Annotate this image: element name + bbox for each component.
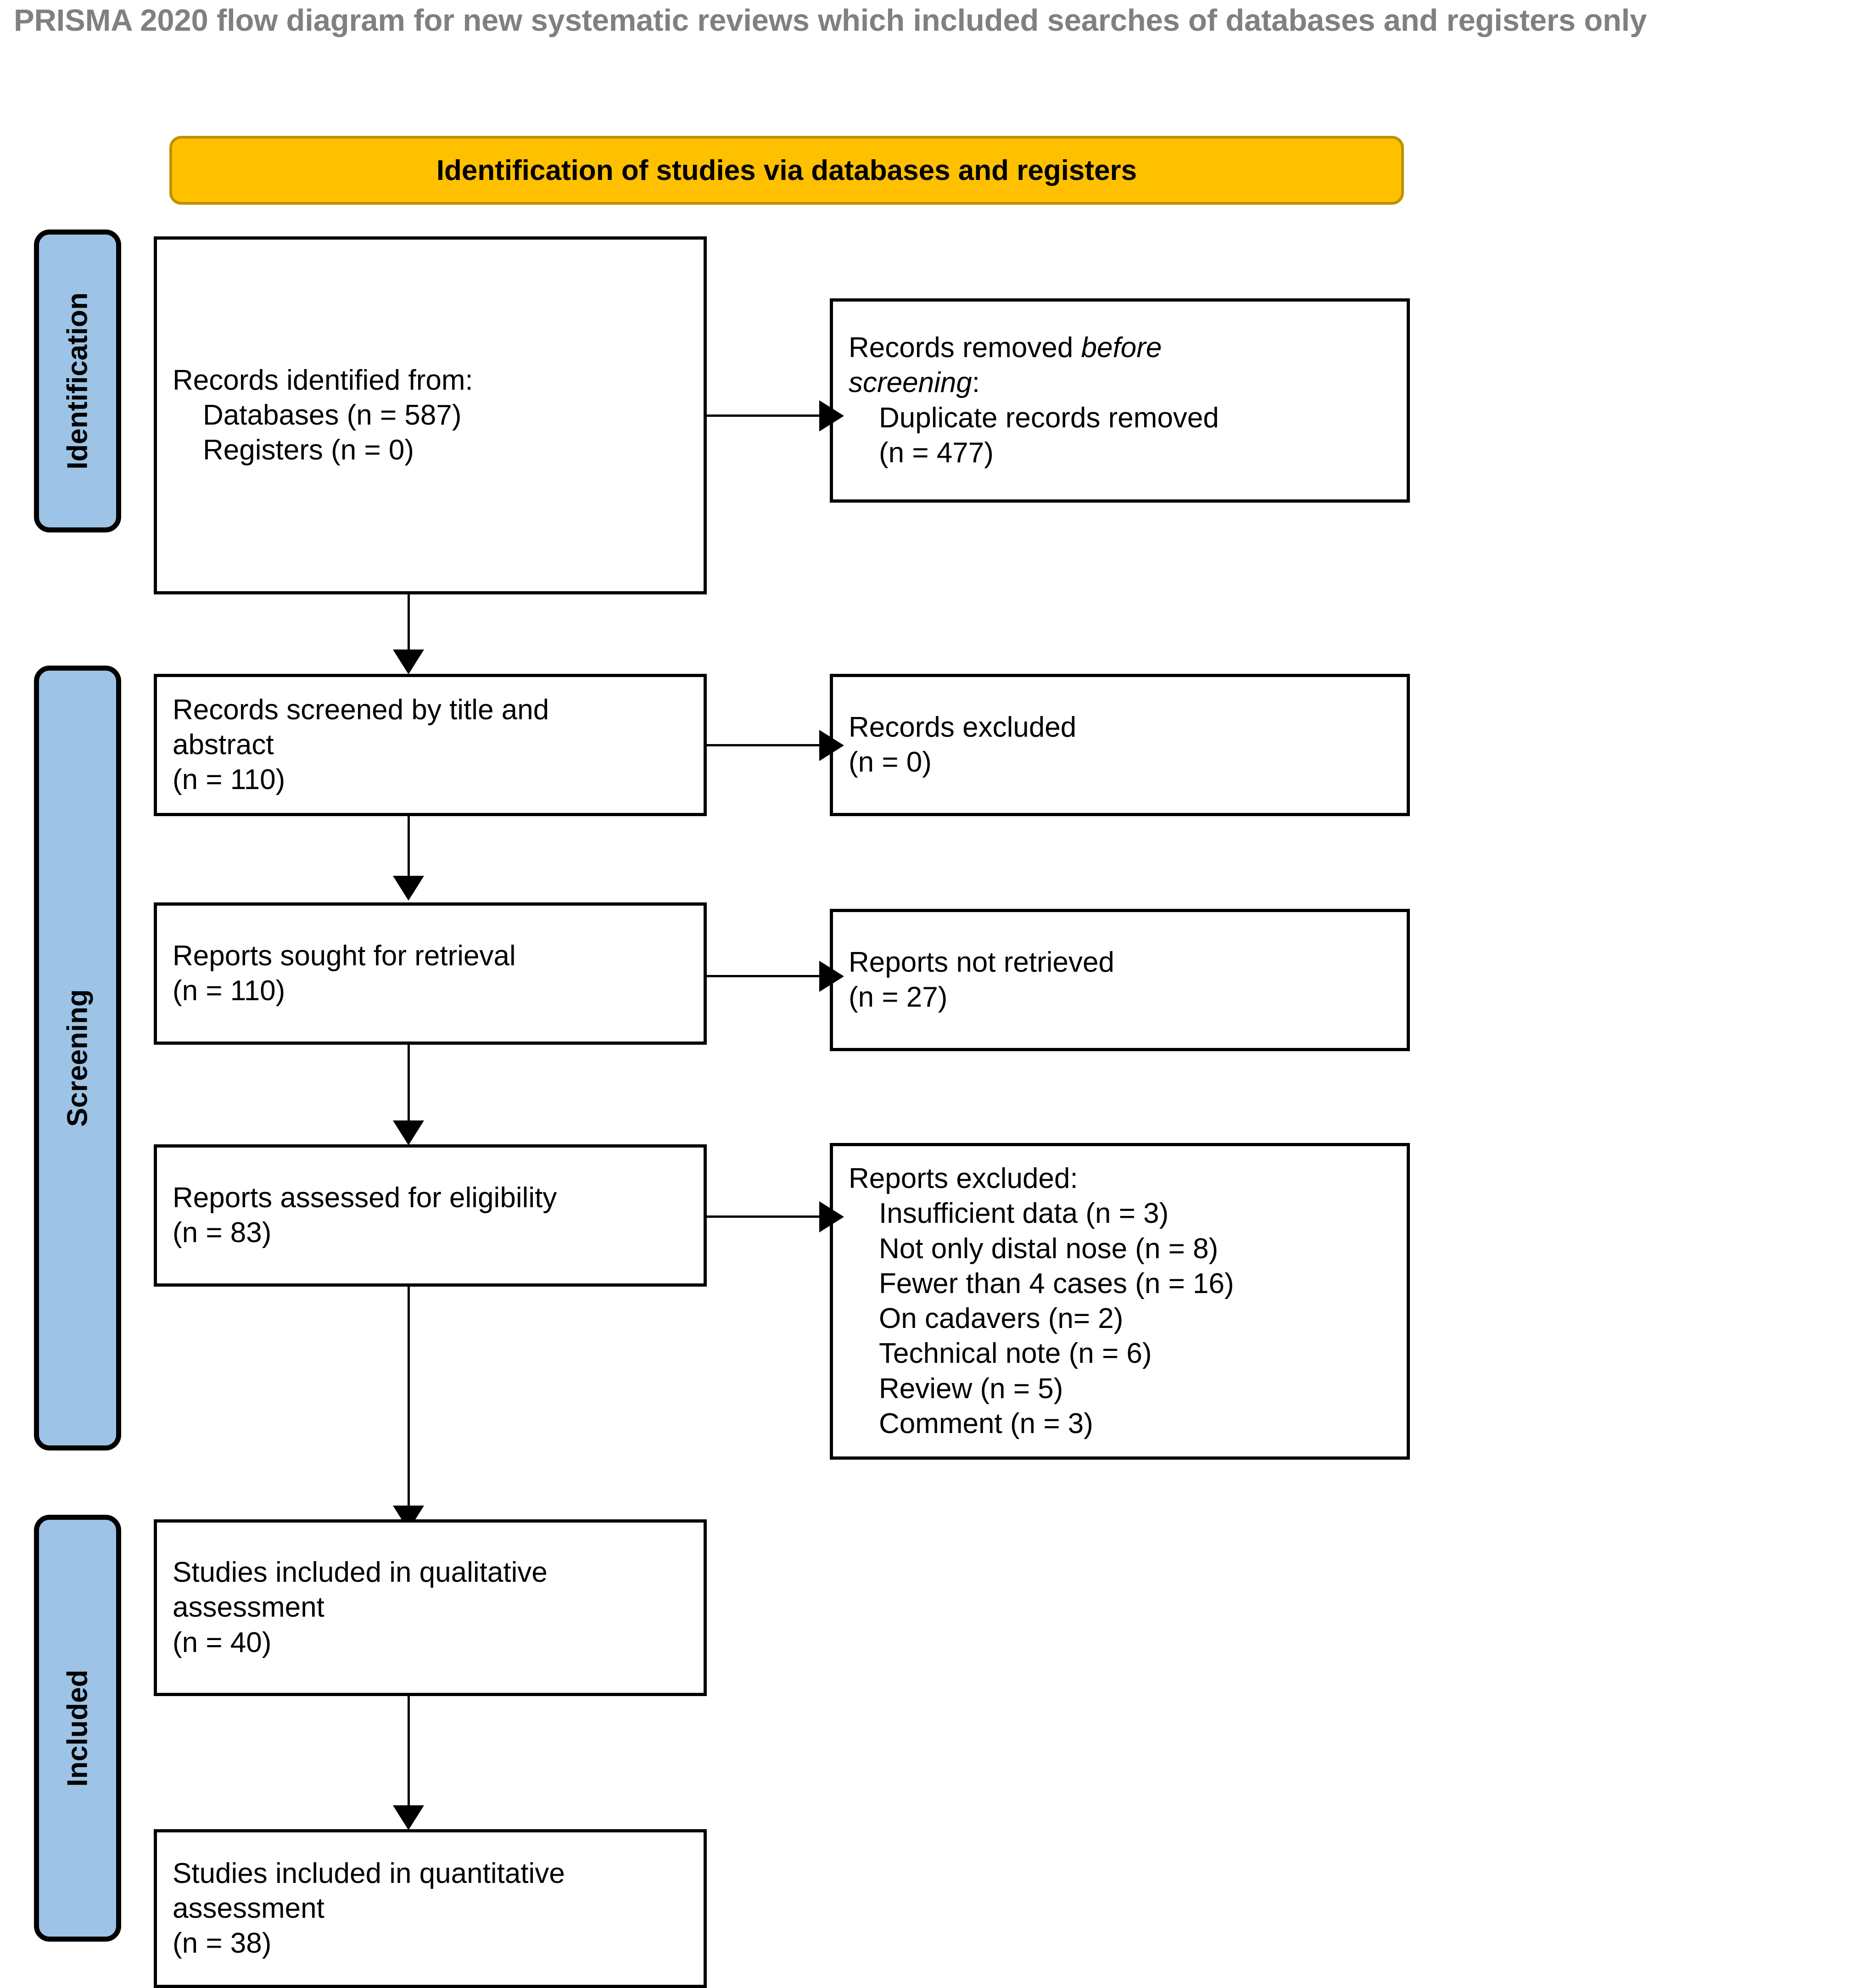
- records-removed-screening: screening: [849, 367, 972, 399]
- box-records-removed-text: Records removed before screening:Duplicat…: [833, 330, 1407, 470]
- arrow-assessed-to-excluded-line: [707, 1215, 819, 1218]
- box-records-excluded-text: Records excluded(n = 0): [833, 710, 1407, 780]
- records-excluded-line1: Records excluded: [849, 711, 1077, 743]
- arrow-assessed-to-qualitative-line: [408, 1287, 410, 1512]
- phase-screening: Screening: [34, 666, 121, 1450]
- box-reports-assessed: Reports assessed for eligibility(n = 83): [154, 1144, 707, 1287]
- arrow-identified-to-removed-head: [819, 400, 844, 431]
- reports-excluded-reason: Fewer than 4 cases (n = 16): [879, 1267, 1234, 1299]
- phase-label-screening: Screening: [61, 989, 94, 1127]
- reports-excluded-reason: Comment (n = 3): [879, 1407, 1093, 1439]
- studies-quantitative-line1: Studies included in quantitative: [173, 1857, 565, 1889]
- records-excluded-line2: (n = 0): [849, 746, 932, 778]
- reports-assessed-line1: Reports assessed for eligibility: [173, 1182, 557, 1214]
- reports-not-retrieved-line1: Reports not retrieved: [849, 946, 1114, 978]
- arrow-screened-to-excluded-head: [819, 730, 844, 761]
- arrow-assessed-to-excluded-head: [819, 1201, 844, 1232]
- studies-qualitative-line3: (n = 40): [173, 1626, 272, 1658]
- phase-included: Included: [34, 1515, 121, 1942]
- reports-sought-line2: (n = 110): [173, 975, 285, 1007]
- studies-quantitative-line3: (n = 38): [173, 1927, 272, 1960]
- reports-excluded-reason: On cadavers (n= 2): [879, 1303, 1124, 1334]
- page-title: PRISMA 2020 flow diagram for new systema…: [14, 3, 1647, 38]
- records-removed-line3: Duplicate records removed: [879, 402, 1219, 434]
- box-records-identified-text: Records identified from:Databases (n = 5…: [157, 363, 704, 468]
- studies-quantitative-line2: assessment: [173, 1892, 324, 1924]
- arrow-identified-to-screened-head: [393, 650, 424, 674]
- phase-identification: Identification: [34, 230, 121, 532]
- box-reports-excluded: Reports excluded: Insufficient data (n = …: [830, 1143, 1410, 1460]
- box-records-removed: Records removed before screening:Duplicat…: [830, 298, 1410, 503]
- records-removed-colon: :: [972, 367, 980, 399]
- records-identified-line2: Databases (n = 587): [203, 399, 462, 431]
- reports-sought-line1: Reports sought for retrieval: [173, 940, 516, 972]
- studies-qualitative-line1: Studies included in qualitative: [173, 1557, 548, 1589]
- records-identified-line1: Records identified from:: [173, 364, 473, 396]
- reports-not-retrieved-line2: (n = 27): [849, 981, 948, 1013]
- records-removed-line4: (n = 477): [879, 437, 994, 469]
- arrow-screened-to-sought-head: [393, 876, 424, 901]
- arrow-sought-to-notretrieved-line: [707, 975, 819, 977]
- arrow-identified-to-screened-line: [408, 594, 410, 654]
- arrow-qualitative-to-quantitative-head: [393, 1805, 424, 1830]
- section-header-label: Identification of studies via databases …: [436, 154, 1137, 186]
- box-reports-excluded-text: Reports excluded: Insufficient data (n = …: [833, 1161, 1407, 1441]
- reports-excluded-reason: Insufficient data (n = 3): [879, 1198, 1169, 1230]
- section-header-identification: Identification of studies via databases …: [169, 136, 1404, 205]
- reports-excluded-reason: Technical note (n = 6): [879, 1338, 1152, 1370]
- box-reports-not-retrieved: Reports not retrieved(n = 27): [830, 909, 1410, 1051]
- records-removed-line1a: Records removed: [849, 332, 1081, 364]
- studies-qualitative-line2: assessment: [173, 1591, 324, 1624]
- reports-excluded-reason: Not only distal nose (n = 8): [879, 1232, 1219, 1265]
- box-records-excluded: Records excluded(n = 0): [830, 674, 1410, 816]
- box-records-identified: Records identified from:Databases (n = 5…: [154, 236, 707, 594]
- arrow-sought-to-assessed-head: [393, 1120, 424, 1145]
- arrow-screened-to-excluded-line: [707, 744, 819, 746]
- reports-excluded-reason: Review (n = 5): [879, 1372, 1063, 1405]
- records-removed-before: before: [1081, 332, 1162, 364]
- box-reports-sought: Reports sought for retrieval(n = 110): [154, 902, 707, 1045]
- phase-label-identification: Identification: [61, 292, 94, 470]
- arrow-screened-to-sought-line: [408, 816, 410, 880]
- phase-label-included: Included: [61, 1669, 94, 1787]
- records-screened-line2: abstract: [173, 728, 274, 761]
- reports-excluded-heading: Reports excluded:: [849, 1163, 1078, 1194]
- records-identified-line3: Registers (n = 0): [203, 434, 414, 466]
- box-reports-not-retrieved-text: Reports not retrieved(n = 27): [833, 945, 1407, 1015]
- records-screened-line1: Records screened by title and: [173, 694, 549, 726]
- box-reports-sought-text: Reports sought for retrieval(n = 110): [157, 939, 704, 1009]
- reports-assessed-line2: (n = 83): [173, 1217, 272, 1249]
- arrow-identified-to-removed-line: [707, 414, 819, 417]
- arrow-sought-to-assessed-line: [408, 1045, 410, 1125]
- arrow-qualitative-to-quantitative-line: [408, 1696, 410, 1811]
- arrow-sought-to-notretrieved-head: [819, 961, 844, 992]
- box-reports-assessed-text: Reports assessed for eligibility(n = 83): [157, 1181, 704, 1251]
- records-screened-line3: (n = 110): [173, 764, 285, 796]
